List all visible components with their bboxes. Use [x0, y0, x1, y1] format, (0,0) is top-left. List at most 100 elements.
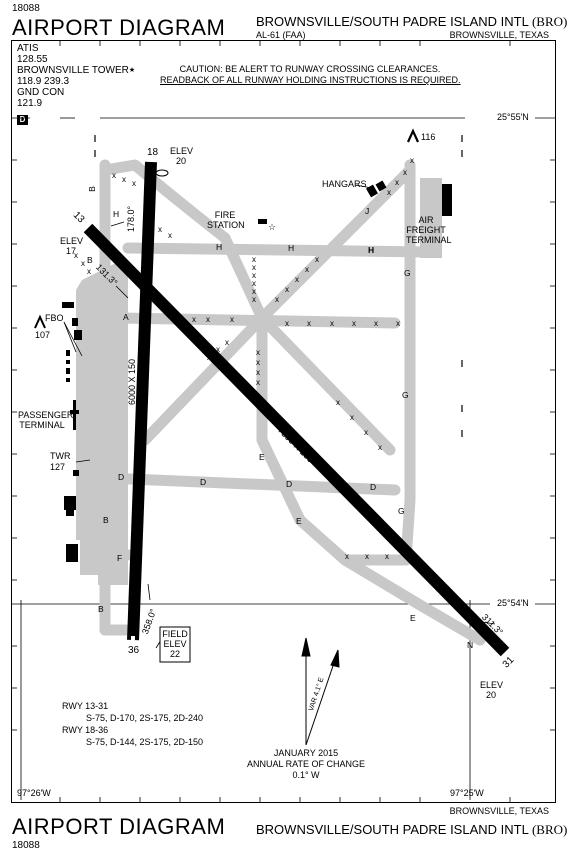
taxiway-f-label: F — [117, 553, 123, 563]
annual-rate-of-change: JANUARY 2015 ANNUAL RATE OF CHANGE 0.1° … — [246, 748, 365, 780]
svg-text:x: x — [216, 345, 220, 354]
svg-text:x: x — [256, 348, 260, 357]
svg-text:x: x — [330, 319, 334, 328]
svg-text:x: x — [395, 178, 399, 187]
svg-text:x: x — [225, 338, 229, 347]
d-atis-icon: D — [17, 115, 28, 125]
atis-label: ATIS — [17, 43, 39, 54]
footer-airport-name: BROWNSVILLE/SOUTH PADRE ISLAND INTL (BRO… — [256, 822, 568, 837]
airport-location: BROWNSVILLE, TEXAS — [449, 30, 549, 40]
fbo-obstacle-height: 107 — [35, 330, 51, 340]
diagram-frame — [11, 40, 556, 803]
atis-frequency: 128.55 — [17, 54, 48, 65]
svg-text:x: x — [112, 171, 116, 180]
svg-text:x: x — [168, 231, 172, 240]
svg-text:x: x — [374, 319, 378, 328]
svg-text:x: x — [252, 263, 256, 272]
ground-frequency: 121.9 — [17, 98, 43, 109]
svg-text:x: x — [252, 255, 256, 264]
svg-text:x: x — [158, 225, 162, 234]
chart-id-bottom: 18088 — [12, 840, 40, 851]
svg-text:x: x — [410, 156, 414, 165]
svg-text:x: x — [81, 259, 85, 268]
footer-title: AIRPORT DIAGRAM — [12, 814, 226, 839]
svg-text:x: x — [285, 285, 289, 294]
taxiway-e-label-3: E — [410, 613, 416, 623]
field-elevation: FIELD ELEV 22 — [162, 629, 188, 659]
svg-text:x: x — [336, 398, 340, 407]
svg-text:x: x — [206, 315, 210, 324]
svg-text:x: x — [192, 315, 196, 324]
fbo-label: FBO — [45, 313, 64, 323]
windsock-icon — [155, 169, 169, 177]
svg-text:x: x — [230, 315, 234, 324]
runway-18-label: 18 — [147, 147, 159, 158]
caution-note: CAUTION: BE ALERT TO RUNWAY CROSSING CLE… — [160, 64, 461, 85]
twr-height: 127 — [50, 462, 66, 472]
rwy-end-light-icon — [131, 636, 135, 640]
taxiway-a-label: A — [123, 312, 129, 322]
taxiway-d-label-3: D — [286, 479, 293, 489]
svg-text:x: x — [364, 428, 368, 437]
svg-text:x: x — [285, 319, 289, 328]
svg-text:x: x — [305, 265, 309, 274]
svg-text:x: x — [345, 552, 349, 561]
ground-label: GND CON — [17, 87, 65, 98]
procedure-number: AL-61 (FAA) — [256, 30, 306, 40]
taxiway-b-label-1: B — [86, 186, 97, 192]
svg-text:x: x — [252, 279, 256, 288]
star-icon: ★ — [128, 67, 136, 74]
taxiway-h-label-4: H — [368, 245, 375, 255]
svg-text:x: x — [295, 275, 299, 284]
taxiway-d-label-2: D — [200, 477, 207, 487]
svg-text:x: x — [256, 358, 260, 367]
taxiway-h-label-1: H — [113, 209, 120, 219]
taxiway-d-label-4: D — [370, 482, 377, 492]
runway-18-36-dims: 6000 X 150 — [127, 358, 137, 405]
taxiway-g-label-2: G — [402, 390, 409, 400]
taxiway-g-label-1: G — [404, 268, 411, 278]
taxiway-e-label-1: E — [259, 452, 265, 462]
page-title: AIRPORT DIAGRAM — [12, 15, 226, 40]
svg-text:x: x — [385, 552, 389, 561]
chart-id-top: 18088 — [12, 3, 40, 14]
taxiway-b-label-4: B — [98, 604, 104, 614]
north-arrow-icon — [301, 637, 340, 746]
leader-lines — [63, 184, 496, 649]
taxiway-d-label-1: D — [118, 472, 125, 482]
comms-block: ATIS 128.55 BROWNSVILLE TOWER★ 118.9 239… — [17, 43, 135, 109]
taxiway-j-label: J — [365, 206, 370, 216]
tower-frequency: 118.9 239.3 — [17, 76, 70, 87]
svg-text:x: x — [252, 271, 256, 280]
field-elev-box — [159, 626, 191, 663]
svg-text:x: x — [256, 368, 260, 377]
airport-name: BROWNSVILLE/SOUTH PADRE ISLAND INTL (BRO… — [256, 14, 568, 29]
footer-location: BROWNSVILLE, TEXAS — [449, 806, 549, 816]
obstacle-107-icon — [34, 314, 46, 329]
svg-text:x: x — [252, 287, 256, 296]
lon-left-label: 97°26′W — [17, 788, 51, 798]
air-freight-ramp — [420, 178, 442, 258]
hangars-label: HANGARS — [322, 179, 367, 189]
twr-label: TWR — [50, 451, 71, 461]
taxiway-n-marker: N — [467, 640, 474, 650]
star-icon: ☆ — [268, 222, 276, 232]
taxiway-b-label-3: B — [103, 515, 109, 525]
taxiway-b-label-2: B — [87, 255, 93, 265]
runway-18-36 — [127, 161, 157, 641]
svg-text:x: x — [403, 168, 407, 177]
buildings — [62, 180, 452, 562]
svg-text:x: x — [87, 267, 91, 276]
svg-text:x: x — [396, 319, 400, 328]
svg-text:x: x — [387, 188, 391, 197]
svg-text:x: x — [352, 319, 356, 328]
latlon-grid — [11, 117, 556, 800]
lat-top-label: 25°55′N — [497, 112, 529, 122]
runway-strength-info: RWY 13-31 S-75, D-170, 2S-175, 2D-240 RW… — [62, 701, 204, 747]
svg-text:x: x — [122, 175, 126, 184]
